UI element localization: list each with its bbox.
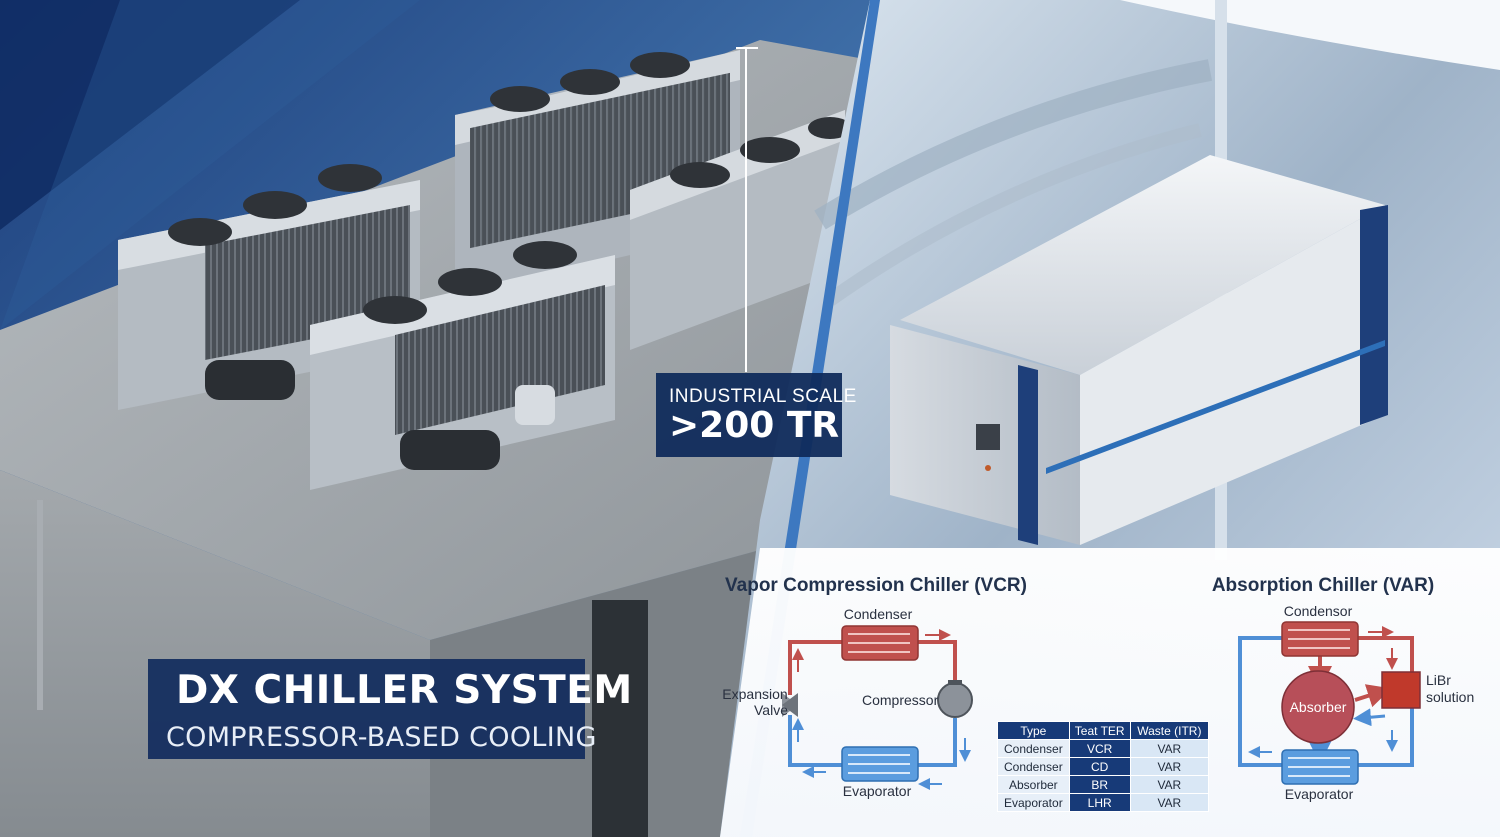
table-header-ter: Teat TER [1068, 721, 1131, 740]
system-title-box [148, 659, 585, 759]
libr-label-line1: LiBr [1426, 672, 1451, 688]
table-row: Absorber BR VAR [997, 775, 1210, 794]
vcr-cycle-diagram [782, 625, 973, 790]
table-row: Condenser CD VAR [997, 757, 1210, 776]
table-cell: VAR [1129, 739, 1210, 758]
expansion-valve-label-line2: Valve [754, 702, 788, 718]
table-cell: LHR [1068, 793, 1131, 812]
table-row: Evaporator LHR VAR [997, 793, 1210, 812]
table-header-type: Type [997, 721, 1070, 740]
absorber-label: Absorber [1289, 699, 1347, 715]
chiller-unit-front [310, 241, 615, 490]
absorber-vessel [1281, 670, 1355, 744]
vcr-condenser-label: Condenser [843, 606, 913, 622]
libr-label-line2: solution [1426, 689, 1475, 705]
absorption-chiller-cabinet [890, 155, 1388, 545]
table-cell: VCR [1068, 739, 1131, 758]
table-cell: BR [1068, 775, 1131, 794]
compressor-icon [937, 682, 973, 718]
scale-badge [656, 373, 842, 457]
var-cycle-diagram [1238, 621, 1421, 785]
vcr-evaporator-label: Evaporator [842, 783, 912, 799]
table-row: Condenser VCR VAR [997, 739, 1210, 758]
table-cell: Condenser [997, 757, 1070, 776]
libr-solution-tank [1381, 671, 1421, 709]
table-cell: VAR [1129, 793, 1210, 812]
var-condensor-label: Condensor [1283, 603, 1353, 619]
table-header-waste: Waste (ITR) [1129, 721, 1210, 740]
chiller-unit-right [630, 110, 852, 350]
var-diagram-title: Absorption Chiller (VAR) [1211, 575, 1435, 596]
comparison-table: Type Teat TER Waste (ITR) Condenser VCR … [997, 721, 1210, 812]
table-cell: Evaporator [997, 793, 1070, 812]
expansion-valve-label-line1: Expansion [722, 686, 788, 702]
system-title: DX CHILLER SYSTEM [176, 668, 633, 713]
table-cell: Condenser [997, 739, 1070, 758]
vcr-compressor-label: Compressor [862, 692, 939, 708]
scale-value: >200 TR [669, 405, 840, 446]
var-evaporator-label: Evaporator [1284, 786, 1354, 802]
vcr-diagram-title: Vapor Compression Chiller (VCR) [725, 575, 1027, 596]
system-subtitle: COMPRESSOR-BASED COOLING [166, 722, 597, 753]
table-header-row: Type Teat TER Waste (ITR) [997, 721, 1210, 740]
table-cell: Absorber [997, 775, 1070, 794]
scale-label: INDUSTRIAL SCALE [669, 386, 857, 407]
table-cell: CD [1068, 757, 1131, 776]
table-cell: VAR [1129, 775, 1210, 794]
table-cell: VAR [1129, 757, 1210, 776]
